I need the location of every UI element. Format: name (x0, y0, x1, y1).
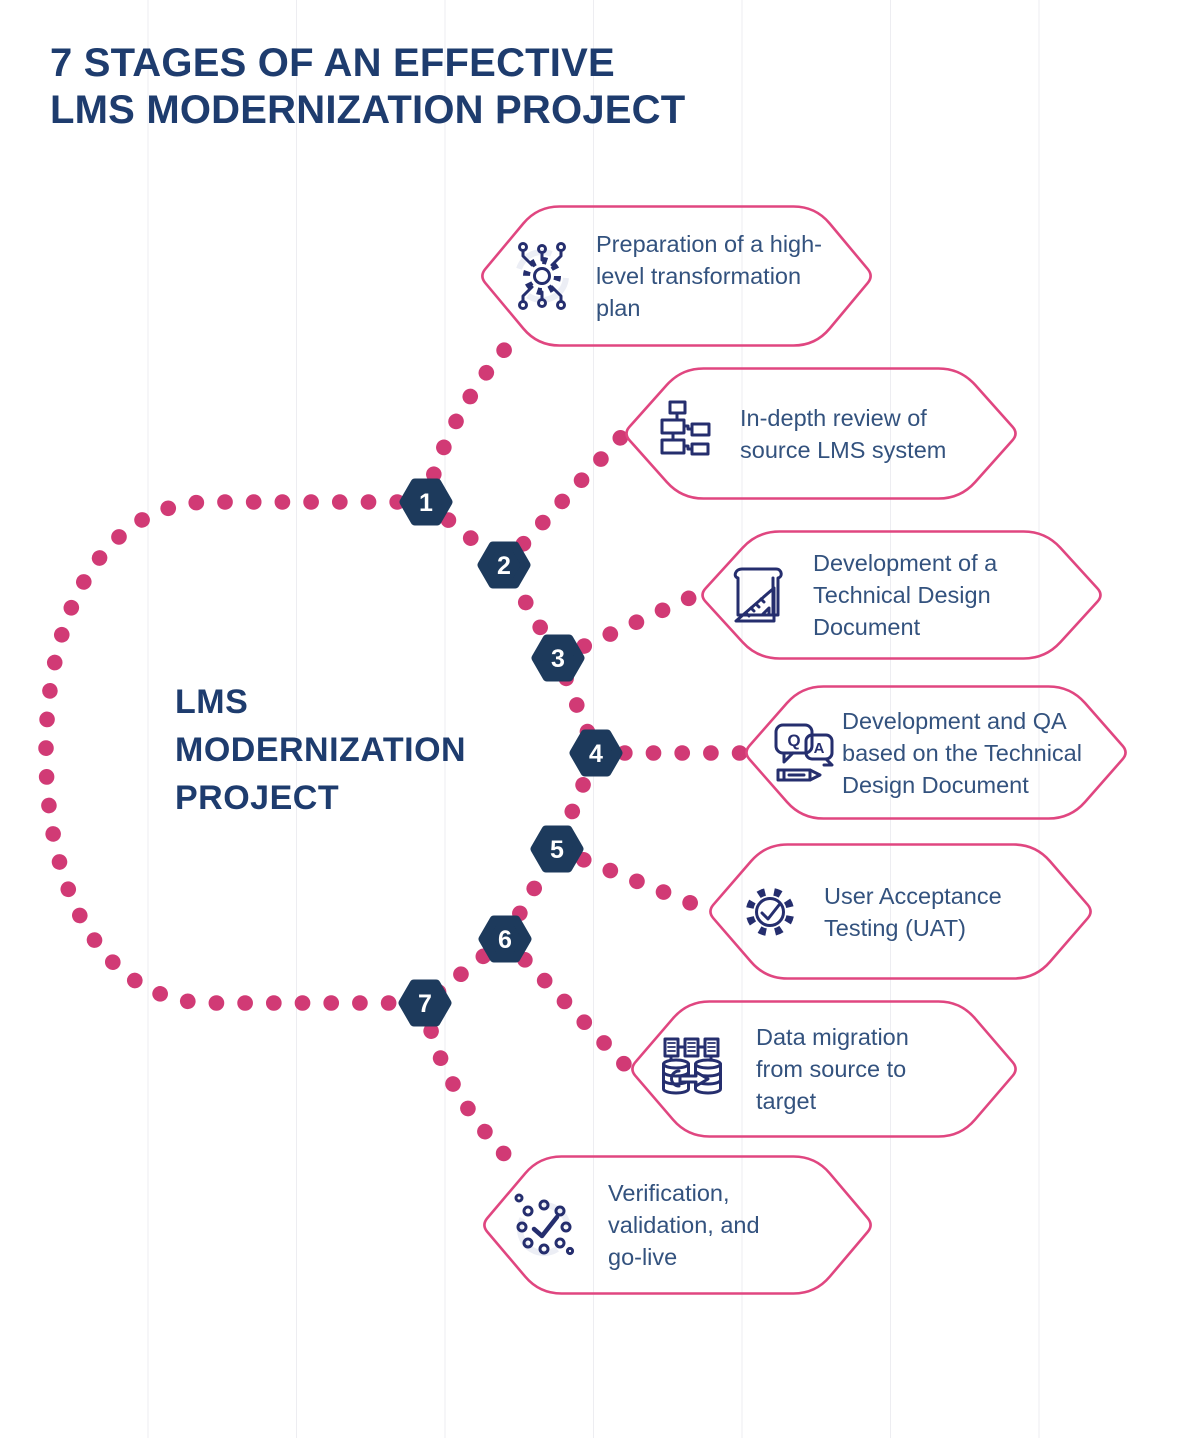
stage-badge-5: 5 (529, 824, 585, 874)
badge-number: 2 (497, 552, 511, 580)
stage-badge-4: 4 (568, 728, 624, 778)
branch-7 (417, 995, 514, 1164)
badge-number: 7 (418, 990, 432, 1018)
stage-badge-1: 1 (398, 477, 454, 527)
card-2-border (625, 367, 1017, 500)
stage-badge-7: 7 (397, 978, 453, 1028)
stage-card-4: Q A Development and QA based on the Tech… (742, 685, 1130, 820)
stage-3-label: Development of a Technical Design Docume… (813, 550, 998, 640)
stage-badge-3: 3 (530, 633, 586, 683)
stage-1-label: Preparation of a high- level transformat… (596, 231, 823, 321)
branch-3 (550, 587, 704, 666)
branch-5 (549, 841, 711, 916)
card-1-border (481, 205, 872, 347)
title-line-2: LMS MODERNIZATION PROJECT (50, 88, 686, 133)
stage-card-2: In-depth review of source LMS system (622, 367, 1020, 500)
badge-number: 6 (498, 926, 512, 954)
branch-1 (418, 340, 514, 510)
stage-badge-2: 2 (476, 540, 532, 590)
stage-card-3: Development of a Technical Design Docume… (698, 530, 1105, 660)
card-7-border (483, 1155, 872, 1295)
blueprint-ruler-icon (722, 555, 802, 635)
gear-check-icon (730, 872, 810, 952)
stage-5-label: User Acceptance Testing (UAT) (824, 882, 1002, 941)
page-title: 7 STAGES OF AN EFFECTIVE LMS MODERNIZATI… (50, 41, 686, 133)
stage-card-5: User Acceptance Testing (UAT) (706, 843, 1095, 980)
badge-number: 5 (550, 836, 564, 864)
branch-6 (497, 931, 635, 1075)
card-3-border (701, 530, 1102, 660)
stage-2-label: In-depth review of source LMS system (740, 404, 947, 463)
stage-card-1: Preparation of a high- level transformat… (478, 205, 875, 347)
svg-text:A: A (814, 740, 825, 757)
automation-gear-icon (502, 236, 582, 316)
hub-loop-path (38, 494, 434, 1011)
stage-7-label: Verification, validation, and go-live (608, 1180, 760, 1270)
database-migration-icon (652, 1029, 732, 1109)
stage-card-6: Data migration from source to target (628, 1000, 1020, 1138)
badge-number: 4 (589, 740, 603, 768)
svg-text:Q: Q (787, 731, 800, 750)
flowchart-icon (646, 394, 726, 474)
qa-chat-pencil-icon: Q A (766, 713, 846, 793)
title-line-1: 7 STAGES OF AN EFFECTIVE (50, 41, 615, 85)
badge-number: 1 (419, 489, 433, 517)
stage-card-7: Verification, validation, and go-live (480, 1155, 875, 1295)
branch-2 (496, 428, 630, 573)
stage-6-label: Data migration from source to target (756, 1024, 909, 1114)
stage-badge-6: 6 (477, 914, 533, 964)
card-5-border (709, 843, 1092, 980)
card-4-border (745, 685, 1127, 820)
badge-number: 3 (551, 645, 565, 673)
stage-4-label: Development and QA based on the Technica… (842, 707, 1082, 798)
card-6-border (631, 1000, 1017, 1138)
hub-label: LMS MODERNIZATION PROJECT (175, 683, 467, 817)
verified-check-icon (504, 1185, 584, 1265)
